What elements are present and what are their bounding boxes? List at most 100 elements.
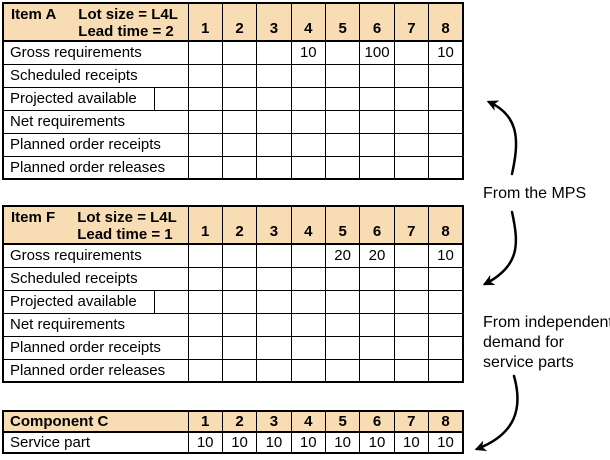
grid-cell (324, 132, 361, 157)
grid-cell (359, 155, 395, 180)
grid-cell (256, 86, 292, 111)
period-header: 8 (428, 205, 464, 245)
grid-cell (359, 109, 395, 134)
row-label: Planned order releases (2, 358, 189, 383)
table-row: Planned order releases (2, 358, 464, 383)
grid-cell: 20 (324, 243, 361, 268)
grid-cell (187, 155, 223, 180)
period-header: 4 (290, 2, 327, 42)
table-row: Net requirements (2, 109, 464, 134)
grid-cell (256, 40, 292, 65)
grid-cell (393, 132, 430, 157)
grid-cell (187, 132, 223, 157)
grid-cell (290, 86, 327, 111)
grid-cell (359, 312, 395, 337)
grid-cell (359, 289, 395, 314)
period-header: 2 (221, 2, 258, 42)
grid-cell (221, 243, 258, 268)
grid-cell (324, 266, 361, 291)
item-name: Item A (11, 6, 57, 23)
grid-cell (324, 155, 361, 180)
grid-cell (221, 109, 258, 134)
period-header: 5 (324, 410, 361, 433)
grid-cell (290, 335, 326, 360)
component-c-title: Component C (2, 410, 189, 433)
row-label: Scheduled receipts (2, 63, 189, 88)
grid-cell (428, 63, 464, 88)
grid-cell (221, 289, 258, 314)
table-row: Projected available (2, 289, 464, 314)
row-label: Scheduled receipts (2, 266, 189, 291)
grid-cell: 20 (359, 243, 395, 268)
grid-cell (256, 358, 292, 383)
grid-cell (256, 109, 292, 134)
grid-cell (221, 86, 258, 111)
independent-demand-line-2: demand for (483, 334, 564, 351)
grid-cell (256, 63, 292, 88)
period-header: 2 (221, 205, 258, 245)
grid-cell (324, 312, 361, 337)
period-header: 5 (324, 2, 361, 42)
grid-cell (290, 289, 326, 314)
grid-cell: 10 (256, 431, 292, 454)
row-label: Gross requirements (2, 40, 189, 65)
grid-cell: 10 (359, 431, 395, 454)
grid-cell (221, 132, 258, 157)
grid-cell (359, 132, 395, 157)
grid-cell (290, 63, 327, 88)
grid-cell: 10 (324, 431, 361, 454)
period-header: 8 (428, 410, 464, 433)
grid-cell (290, 358, 326, 383)
grid-cell (393, 63, 430, 88)
grid-cell (221, 358, 258, 383)
grid-cell (359, 266, 395, 291)
row-label: Net requirements (2, 109, 189, 134)
grid-cell (428, 335, 464, 360)
grid-cell (428, 289, 464, 314)
grid-cell (324, 289, 361, 314)
table-row: Planned order releases (2, 155, 464, 180)
grid-cell (393, 109, 430, 134)
grid-cell (290, 109, 327, 134)
period-header: 6 (359, 2, 395, 42)
grid-cell: 10 (393, 431, 430, 454)
table-row: Projected available (2, 86, 464, 111)
period-header: 1 (187, 410, 223, 433)
grid-cell (290, 243, 326, 268)
grid-cell (359, 335, 395, 360)
period-header: 8 (428, 2, 464, 42)
grid-cell (256, 155, 292, 180)
grid-cell (256, 266, 292, 291)
mps-arrow-to-item-f (482, 210, 518, 286)
grid-cell (324, 335, 361, 360)
grid-cell (324, 358, 361, 383)
grid-cell (428, 358, 464, 383)
grid-cell (428, 109, 464, 134)
grid-cell (428, 312, 464, 337)
grid-cell: 10 (290, 431, 326, 454)
row-label: Service part (2, 431, 189, 454)
grid-cell (187, 289, 223, 314)
row-label: Planned order receipts (2, 132, 189, 157)
row-label: Gross requirements (2, 243, 189, 268)
grid-cell (428, 266, 464, 291)
table-row: Planned order receipts (2, 132, 464, 157)
grid-cell (256, 289, 292, 314)
table-row: Net requirements (2, 312, 464, 337)
row-label: Net requirements (2, 312, 189, 337)
grid-cell (187, 243, 223, 268)
period-header: 2 (221, 410, 258, 433)
grid-cell (393, 40, 430, 65)
independent-demand-line-1: From independent (483, 314, 610, 331)
grid-cell: 10 (290, 40, 327, 65)
from-mps-label: From the MPS (483, 185, 587, 202)
period-header: 5 (324, 205, 361, 245)
grid-cell (187, 109, 223, 134)
period-header: 4 (290, 205, 326, 245)
